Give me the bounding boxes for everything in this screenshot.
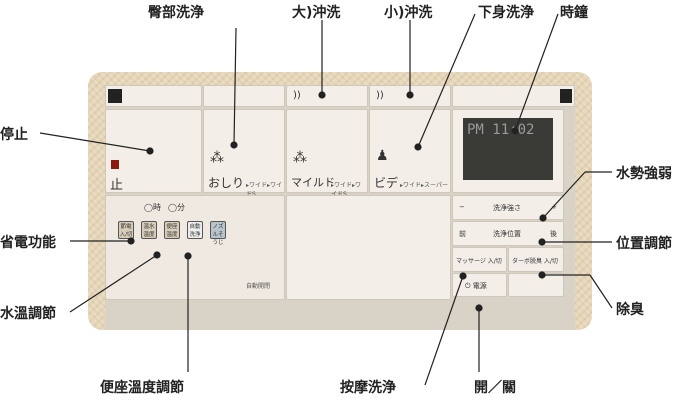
mild-label: マイルド <box>291 176 335 189</box>
auto-wash-key[interactable]: 自動洗浄 <box>187 221 203 239</box>
minute-button[interactable]: ◯分 <box>168 203 185 212</box>
minus-label: − <box>459 203 465 211</box>
callout-deodorize: 除臭 <box>616 302 644 318</box>
callout-position: 位置調節 <box>616 236 672 252</box>
lcd-time: PM 11:02 <box>467 122 535 138</box>
massage-button[interactable]: マッサージ 入/切 <box>452 247 507 272</box>
hour-button[interactable]: ◯時 <box>144 203 161 212</box>
callout-bidet: 下身洗浄 <box>478 5 534 21</box>
mild-button[interactable]: ⁂ マイルド ▸ワイド▸ワイドS <box>286 109 368 198</box>
lcd-clock: PM 11:02 <box>463 118 553 180</box>
control-panel: )) )) 止 ⁂ おしり ▸ワイド▸ワイドS ⁂ マイルド ▸ワイド▸ワイドS… <box>105 85 575 330</box>
bidet-label: ビデ <box>374 176 399 190</box>
bidet-button[interactable]: ♟ ビデ ▸ワイド▸スーパー <box>369 109 451 193</box>
blank-button <box>508 273 564 297</box>
callout-seat-temp: 便座溫度調節 <box>100 380 184 396</box>
callout-massage: 按摩洗浄 <box>340 380 396 396</box>
back-label: 後 <box>550 230 557 238</box>
position-label: 洗浄位置 <box>493 230 521 238</box>
hour-label: 時 <box>152 203 161 212</box>
flush-wave-icon: )) <box>293 90 301 101</box>
top-left-strip <box>105 85 202 107</box>
callout-buttocks-wash: 臀部洗浄 <box>148 5 204 21</box>
strength-label: 洗浄強さ <box>493 204 521 212</box>
lower-left-panel: ◯時 ◯分 節電入/切 温水温度 便座温度 自動洗浄 ノズルそうじ 自動開閉 <box>105 195 285 300</box>
stop-indicator-icon <box>111 160 119 169</box>
top-strip <box>203 85 285 107</box>
callout-clock: 時鐘 <box>560 5 588 21</box>
large-flush-button[interactable]: )) <box>286 85 368 107</box>
wash-strength-button[interactable]: − 洗浄強さ + <box>452 195 564 220</box>
flush-wave-icon: )) <box>376 90 384 101</box>
bidet-sub: ▸ワイド▸スーパー <box>400 182 448 189</box>
callout-small-flush: 小)沖洗 <box>384 5 433 21</box>
front-label: 前 <box>459 230 466 238</box>
wash-position-button[interactable]: 前 洗浄位置 後 <box>452 221 564 246</box>
auto-open-label: 自動開閉 <box>246 283 271 290</box>
stop-label: 止 <box>110 178 124 193</box>
bidet-person-icon: ♟ <box>376 148 389 164</box>
clock-display-frame: PM 11:02 <box>452 109 564 193</box>
water-temp-key[interactable]: 温水温度 <box>141 221 157 239</box>
power-save-key[interactable]: 節電入/切 <box>118 221 134 239</box>
spray-icon: ⁂ <box>210 150 224 166</box>
minute-label: 分 <box>176 203 185 212</box>
callout-large-flush: 大)沖洗 <box>292 5 341 21</box>
callout-power: 開／關 <box>474 380 516 396</box>
top-right-strip <box>452 85 575 107</box>
spray-icon: ⁂ <box>293 150 307 166</box>
oshiri-sub: ▸ワイド▸ワイドS <box>246 182 283 198</box>
nozzle-clean-key[interactable]: ノズルそうじ <box>210 221 226 246</box>
seat-temp-key[interactable]: 便座温度 <box>164 221 180 239</box>
blank-panel <box>286 195 451 300</box>
oshiri-button[interactable]: ⁂ おしり ▸ワイド▸ワイドS <box>203 109 285 198</box>
callout-power-save: 省電功能 <box>0 235 56 251</box>
toilet-control-photo: )) )) 止 ⁂ おしり ▸ワイド▸ワイドS ⁂ マイルド ▸ワイド▸ワイドS… <box>88 72 592 330</box>
turbo-deodorize-button[interactable]: ターボ脱臭 入/切 <box>508 247 564 272</box>
callout-stop: 停止 <box>0 127 28 143</box>
callout-water-temp: 水溫調節 <box>0 306 56 322</box>
plus-label: + <box>551 203 557 211</box>
callout-pressure: 水勢強弱 <box>616 166 672 182</box>
mild-sub: ▸ワイド▸ワイドS <box>331 182 362 198</box>
oshiri-label: おしり <box>208 176 245 190</box>
